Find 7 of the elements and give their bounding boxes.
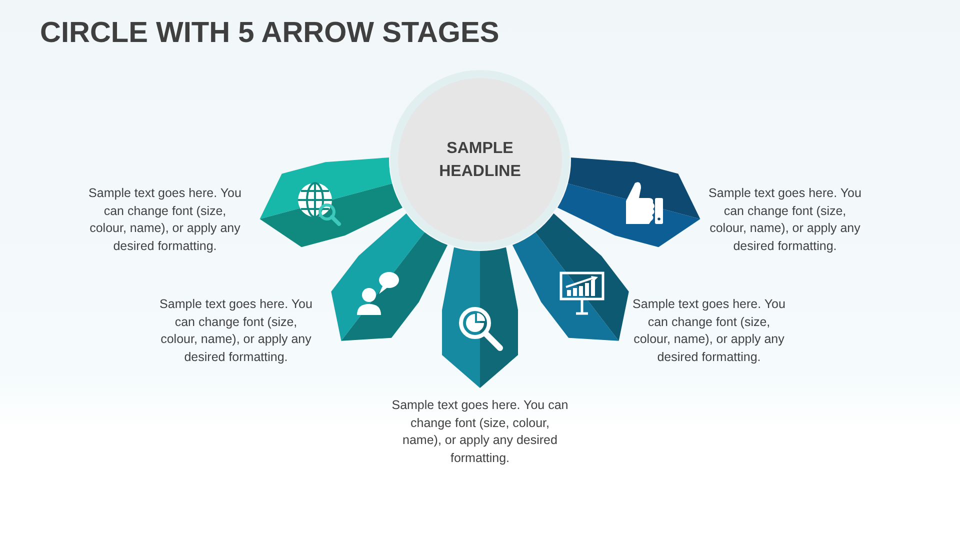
stage-description: Sample text goes here. You can change font (size, colour, name), or apply any desired formatting.: [708, 185, 862, 255]
page-title: CIRCLE WITH 5 ARROW STAGES: [40, 16, 500, 51]
stage-description: Sample text goes here. You can change font (size, colour, name), or apply any desired formatting.: [88, 185, 242, 255]
stage-description: Sample text goes here. You can change font (size, colour, name), or apply any desired formatting.: [632, 296, 786, 366]
stage-description: Sample text goes here. You can change font (size, colour, name), or apply any desired formatting.: [158, 296, 314, 366]
stage-description: Sample text goes here. You can change font (size, colour, name), or apply any desired formatting.: [390, 397, 570, 467]
headline-text: SAMPLE HEADLINE: [438, 139, 522, 182]
